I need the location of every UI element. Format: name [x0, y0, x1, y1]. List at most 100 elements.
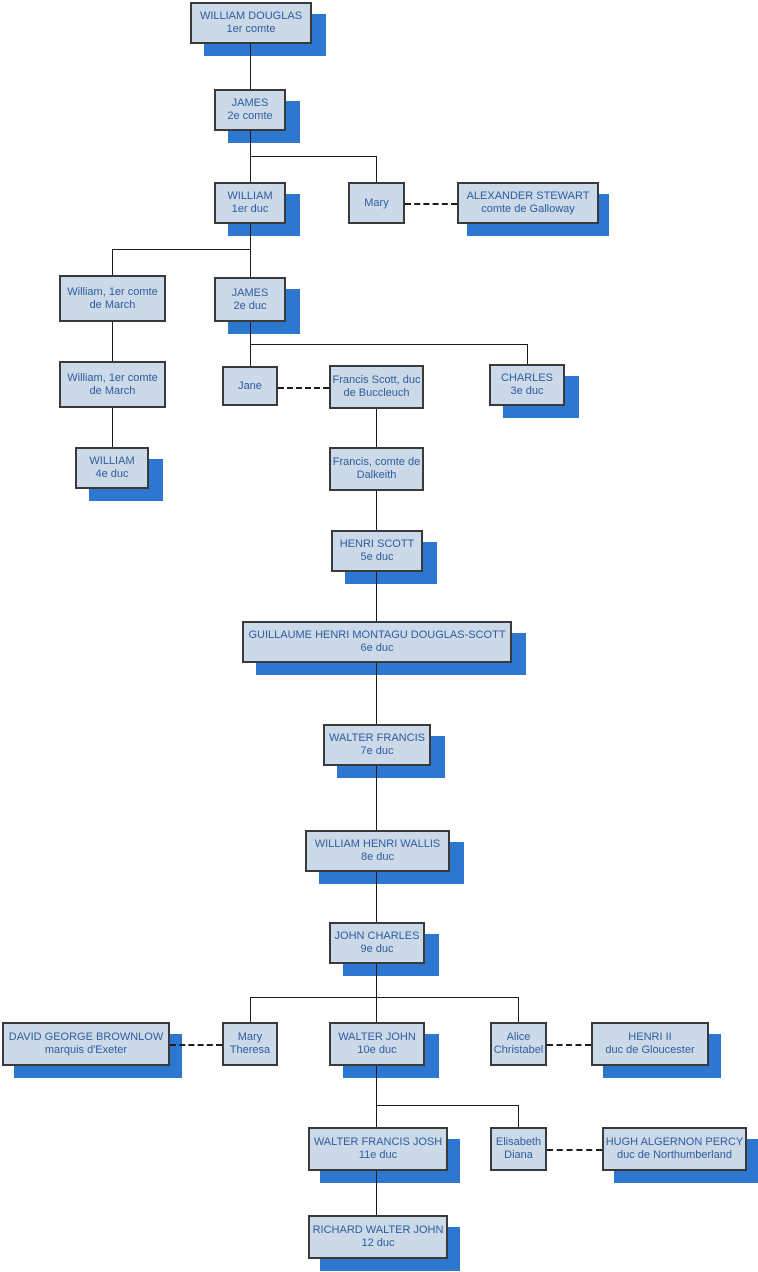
- node-subtitle: Dalkeith: [356, 469, 397, 481]
- node-subtitle: 4e duc: [95, 468, 129, 480]
- node-subtitle: 7e duc: [360, 745, 394, 757]
- node-subtitle: 9e duc: [360, 943, 394, 955]
- node-title: RICHARD WALTER JOHN: [312, 1224, 444, 1237]
- connector-dalkeith-to-n14: [376, 491, 377, 530]
- node-subtitle: 6e duc: [360, 642, 394, 654]
- node-title: Francis, comte de: [332, 456, 421, 469]
- marriage-link-mary-alexander: [405, 203, 457, 205]
- connector-n7-split: [250, 344, 527, 345]
- node-title: WILLIAM DOUGLAS: [199, 10, 303, 23]
- node-subtitle: comte de Galloway: [481, 203, 575, 215]
- node-mary[interactable]: Mary: [348, 182, 405, 224]
- connector-n21-to-n24: [376, 1105, 377, 1127]
- node-title: William, 1er comte: [67, 371, 158, 384]
- node-title: Jane: [238, 379, 262, 392]
- connector-n18-to-alice: [518, 997, 519, 1022]
- node-title: HENRI II: [628, 1031, 672, 1044]
- node-title: CHARLES: [501, 372, 553, 385]
- node-subtitle: 1er comte: [226, 23, 276, 35]
- connector-n7-to-jane: [250, 344, 251, 366]
- node-subtitle: 3e duc: [510, 385, 544, 397]
- node-title: Mary: [237, 1031, 263, 1044]
- node-subtitle: marquis d'Exeter: [44, 1044, 128, 1056]
- node-title: HUGH ALGERNON PERCY: [605, 1136, 744, 1149]
- node-subtitle: 12 duc: [361, 1237, 395, 1249]
- node-title: DAVID GEORGE BROWNLOW: [8, 1031, 164, 1044]
- connector-march2-to-n12: [112, 408, 113, 447]
- node-jane[interactable]: Jane: [222, 366, 278, 406]
- marriage-link-brownlow-mary-theresa: [170, 1044, 222, 1046]
- connector-n21-down: [376, 1066, 377, 1105]
- marriage-link-jane-buccleuch: [278, 387, 329, 389]
- node-subtitle: duc de Northumberland: [617, 1149, 732, 1161]
- connector-n18-down: [376, 964, 377, 997]
- connector-n17-to-n18: [376, 872, 377, 922]
- connector-n2-to-n3: [250, 156, 251, 182]
- node-title: ALEXANDER STEWART: [466, 190, 590, 203]
- marriage-link-elisabeth-hugh: [547, 1149, 602, 1151]
- node-subtitle: de March: [89, 384, 136, 397]
- connector-n24-to-n27: [376, 1171, 377, 1215]
- connector-n3-to-n7: [250, 249, 251, 277]
- node-title: William, 1er comte: [67, 285, 158, 298]
- connector-n16-to-n17: [376, 766, 377, 830]
- node-title: JOHN CHARLES: [334, 930, 420, 943]
- node-subtitle: de Buccleuch: [343, 387, 410, 399]
- node-title: Mary: [364, 196, 389, 209]
- marriage-link-alice-henri2: [547, 1044, 591, 1046]
- connector-n1-to-n2: [250, 44, 251, 89]
- connector-buccleuch-to-dalkeith: [376, 409, 377, 447]
- node-subtitle: 2e comte: [227, 110, 273, 122]
- connector-n3-to-march1: [112, 249, 113, 275]
- node-title: WALTER JOHN: [338, 1031, 416, 1044]
- node-title: Elisabeth: [495, 1136, 542, 1149]
- connector-march1-to-march2: [112, 322, 113, 361]
- connector-n21-split: [376, 1105, 519, 1106]
- node-subtitle: 10e duc: [357, 1044, 397, 1056]
- node-title: WILLIAM: [227, 190, 273, 203]
- node-subtitle: 2e duc: [233, 299, 267, 312]
- connector-n2-down: [250, 131, 251, 156]
- node-title: HENRI SCOTT: [339, 538, 415, 551]
- connector-n2-to-mary: [376, 156, 377, 182]
- connector-n18-to-mary-t: [250, 997, 251, 1022]
- node-subtitle: 5e duc: [360, 551, 394, 563]
- node-title: WILLIAM: [89, 455, 135, 468]
- node-title: WALTER FRANCIS: [329, 732, 425, 745]
- connector-n3-down: [250, 224, 251, 249]
- node-subtitle: duc de Gloucester: [605, 1044, 695, 1056]
- connector-n7-down: [250, 322, 251, 344]
- node-subtitle: 8e duc: [360, 851, 395, 863]
- node-subtitle: Diana: [504, 1149, 533, 1161]
- connector-n15-to-n16: [376, 663, 377, 724]
- node-subtitle: de March: [89, 298, 136, 311]
- node-title: WILLIAM HENRI WALLIS: [314, 838, 441, 851]
- connector-n7-to-charles: [527, 344, 528, 364]
